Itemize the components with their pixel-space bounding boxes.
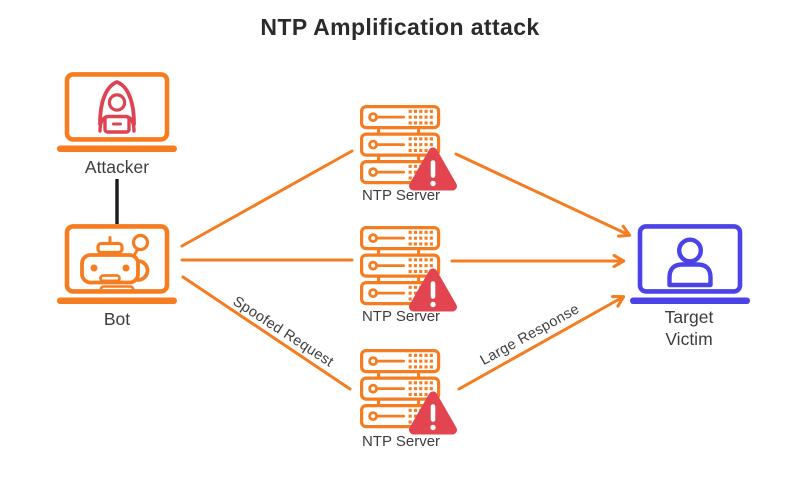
- robot-laptop-icon: [55, 224, 179, 308]
- target-victim-label: Target Victim: [664, 307, 714, 349]
- bot-to-server1-line: [180, 149, 354, 248]
- ntp-server-label-2: NTP Server: [361, 308, 441, 325]
- target-victim-node: [628, 224, 752, 313]
- server1-to-victim-arrow: [454, 152, 629, 235]
- hacker-laptop-icon: [55, 72, 179, 156]
- attacker-node: [55, 72, 179, 161]
- server3-to-victim-arrow: [457, 297, 623, 391]
- ntp-server-label-3: NTP Server: [361, 433, 441, 450]
- page-title: NTP Amplification attack: [260, 14, 540, 40]
- user-laptop-icon: [628, 224, 752, 308]
- attacker-label: Attacker: [84, 157, 150, 177]
- ntp-server-label-1: NTP Server: [361, 187, 441, 204]
- bot-node: [55, 224, 179, 313]
- bot-to-server3-line: [181, 275, 352, 391]
- bot-label: Bot: [103, 309, 131, 329]
- server-rack-icon: [360, 349, 462, 443]
